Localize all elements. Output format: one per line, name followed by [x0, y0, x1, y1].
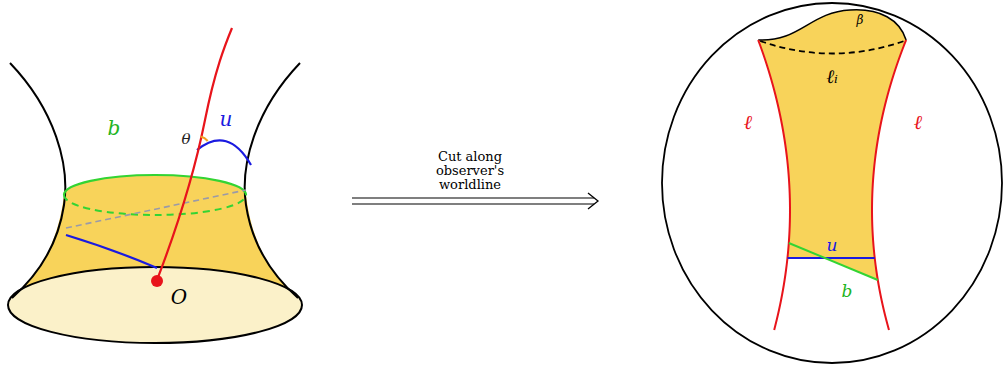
li-label: ℓᵢ — [826, 66, 838, 87]
u-label: u — [827, 236, 838, 255]
u-segment — [787, 257, 874, 259]
ell-label: ℓ — [744, 111, 752, 133]
double-arrow — [352, 193, 598, 209]
fundamental-region — [758, 10, 906, 280]
b-label: b — [842, 282, 853, 301]
hyperbolic-surface — [8, 28, 302, 343]
dashed-geodesic — [760, 41, 904, 54]
poincare-disk — [662, 3, 1002, 363]
origin-label: O — [171, 286, 187, 308]
beta-boundary — [758, 10, 906, 40]
u-label: u — [220, 108, 233, 130]
b-label: b — [108, 117, 121, 139]
geodesic-left — [758, 40, 790, 330]
arrow-caption: Cut along observer's worldline — [408, 149, 532, 192]
angle-label: θ — [181, 131, 190, 148]
beta-label: β — [857, 14, 864, 27]
ell-label: ℓ — [914, 111, 922, 133]
geodesic-right — [872, 40, 906, 330]
